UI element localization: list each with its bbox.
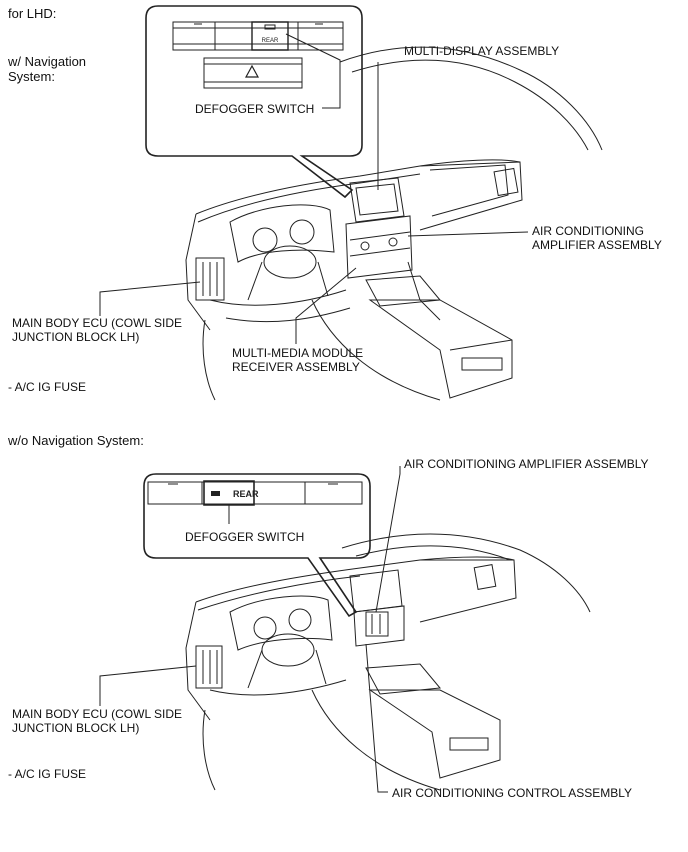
bottom-main-body-ecu (196, 646, 222, 688)
top-steering-wheel (264, 246, 316, 278)
top-inset-callout-frame (146, 6, 362, 197)
bottom-ac-amplifier (366, 612, 388, 636)
bottom-passenger-vent (474, 565, 496, 590)
top-ac-amplifier-label: AIR CONDITIONING AMPLIFIER ASSEMBLY (532, 224, 662, 252)
top-passenger-vent (494, 168, 518, 195)
bottom-inset-rear-label: REAR (233, 489, 259, 499)
bottom-ac-control-panel (354, 606, 404, 646)
bottom-dashboard-drawing (100, 466, 590, 792)
top-rear-vent (462, 358, 502, 370)
top-ac-amplifier-leader (408, 232, 528, 236)
bottom-center-console (370, 690, 500, 778)
top-multi-media-label: MULTI-MEDIA MODULE RECEIVER ASSEMBLY (232, 346, 364, 374)
rear-defogger-icon (211, 491, 220, 496)
page-title: for LHD: (8, 6, 57, 21)
top-inset-defogger-button (252, 22, 288, 50)
bottom-main-body-ecu-leader (100, 666, 196, 706)
top-defogger-leader (286, 34, 340, 108)
top-defogger-switch-label: DEFOGGER SWITCH (195, 102, 315, 116)
top-section-heading: w/ Navigation System: (8, 54, 87, 84)
top-dashboard-drawing (100, 47, 602, 400)
top-main-body-ecu (196, 258, 224, 300)
top-main-body-ecu-label: MAIN BODY ECU (COWL SIDE JUNCTION BLOCK … (12, 316, 183, 344)
top-inset-hazard-panel (204, 58, 302, 88)
bottom-main-body-ecu-label: MAIN BODY ECU (COWL SIDE JUNCTION BLOCK … (12, 707, 183, 735)
top-main-body-ecu-leader (100, 282, 200, 316)
top-inset-switch-panel (173, 22, 343, 50)
top-inset-rear-label: REAR (262, 38, 279, 44)
bottom-defogger-switch-label: DEFOGGER SWITCH (185, 530, 305, 544)
top-center-stack (346, 216, 412, 278)
bottom-ac-amplifier-leader (376, 466, 400, 612)
bottom-fuse-note: - A/C IG FUSE (8, 767, 87, 781)
bottom-ac-control-leader (366, 644, 388, 792)
hazard-triangle-icon (246, 66, 258, 77)
top-nav-display (350, 178, 404, 222)
bottom-rear-vent (450, 738, 488, 750)
bottom-ac-amplifier-label: AIR CONDITIONING AMPLIFIER ASSEMBLY (404, 457, 649, 471)
top-inset-indicator (265, 25, 275, 29)
top-center-console (370, 300, 512, 398)
top-multi-media-leader (296, 268, 356, 344)
top-fuse-note: - A/C IG FUSE (8, 380, 87, 394)
bottom-inset-switch-panel (148, 482, 362, 504)
bottom-section-heading: w/o Navigation System: (8, 433, 144, 448)
